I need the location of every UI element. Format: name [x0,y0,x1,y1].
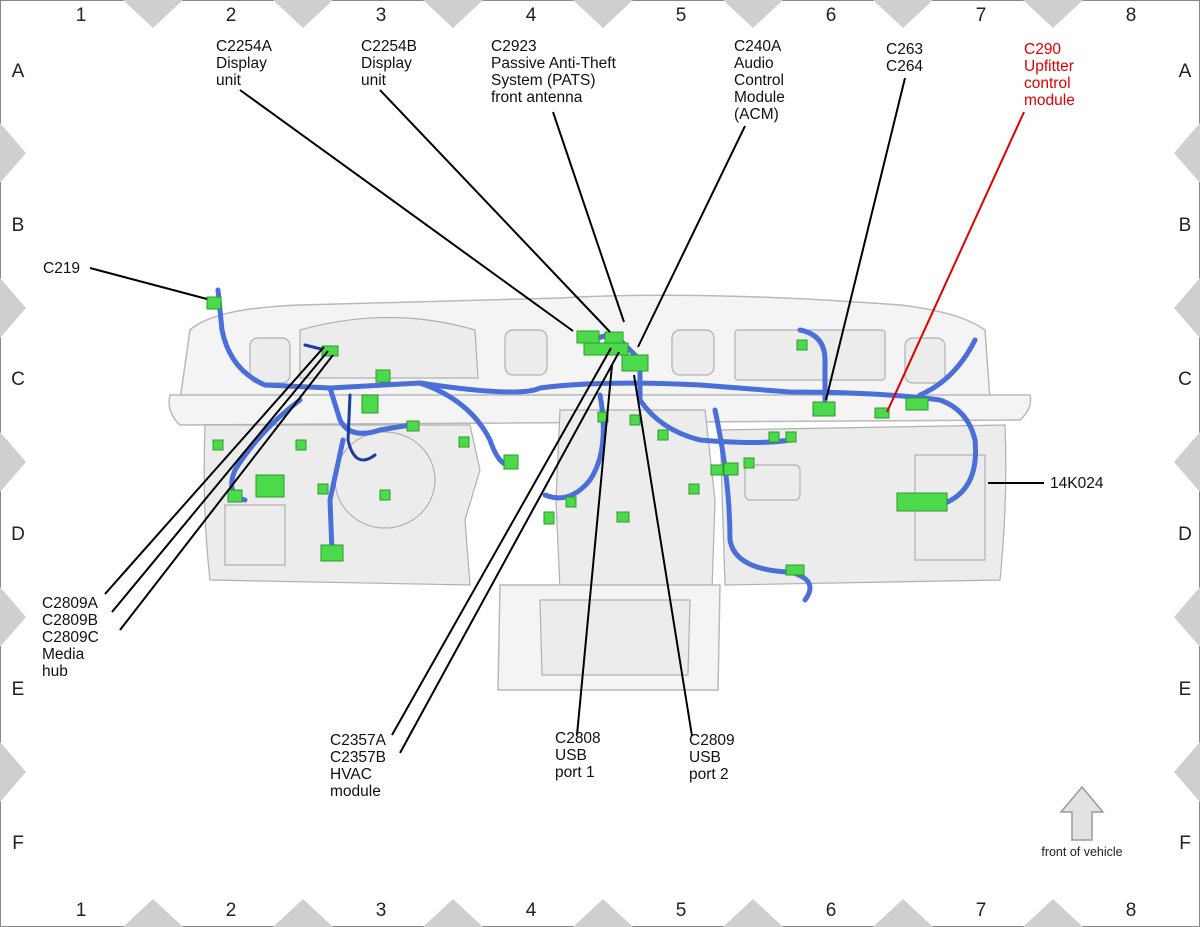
row-label-right: A [1179,61,1192,82]
label-c2254a: C2254A Display unit [216,38,275,89]
front-of-vehicle-label: front of vehicle [1041,845,1122,859]
label-c2254b: C2254B Display unit [361,38,421,89]
grid-row-labels: A B C D E F A B C D E F [11,61,1192,854]
label-c2357-hvac: C2357A C2357B HVAC module [330,732,390,800]
label-c2809-usb: C2809 USB port 2 [689,732,739,783]
col-label-top: 6 [826,5,837,26]
row-label-right: D [1178,524,1192,545]
label-c240a: C240A Audio Control Module (ACM) [734,38,789,123]
col-label-top: 4 [526,5,537,26]
label-c290: C290 Upfitter control module [1024,41,1078,109]
row-label-left: D [11,524,25,545]
col-label-top: 5 [676,5,687,26]
front-of-vehicle-indicator: front of vehicle [1041,785,1123,859]
col-label-bottom: 8 [1126,900,1137,921]
up-arrow-icon [1059,785,1105,841]
row-label-left: A [12,61,25,82]
leader-lines [89,77,1044,754]
col-label-top: 8 [1126,5,1137,26]
row-label-left: F [12,833,24,854]
col-label-bottom: 4 [526,900,537,921]
callout-labels: C219 C2254A Display unit C2254B Display … [42,38,1104,800]
row-label-right: F [1179,833,1191,854]
label-14k024: 14K024 [1050,475,1104,492]
label-c219: C219 [43,260,80,277]
grid-column-labels: 1 2 3 4 5 6 7 8 1 2 3 4 5 6 7 8 [76,5,1137,921]
col-label-bottom: 6 [826,900,837,921]
row-label-right: E [1179,679,1192,700]
row-label-right: C [1178,369,1192,390]
label-c2809-media-hub: C2809A C2809B C2809C Media hub [42,595,103,680]
row-label-left: E [12,679,25,700]
col-label-bottom: 2 [226,900,237,921]
col-label-bottom: 1 [76,900,87,921]
row-label-left: C [11,369,25,390]
col-label-bottom: 3 [376,900,387,921]
col-label-top: 7 [976,5,987,26]
row-label-right: B [1179,215,1192,236]
col-label-top: 1 [76,5,87,26]
label-c2808-usb: C2808 USB port 1 [555,730,605,781]
col-label-top: 2 [226,5,237,26]
col-label-bottom: 5 [676,900,687,921]
row-label-left: B [12,215,25,236]
label-c2923: C2923 Passive Anti-Theft System (PATS) f… [491,38,620,106]
col-label-bottom: 7 [976,900,987,921]
connectors [206,296,948,576]
label-c263-c264: C263 C264 [886,41,927,75]
col-label-top: 3 [376,5,387,26]
